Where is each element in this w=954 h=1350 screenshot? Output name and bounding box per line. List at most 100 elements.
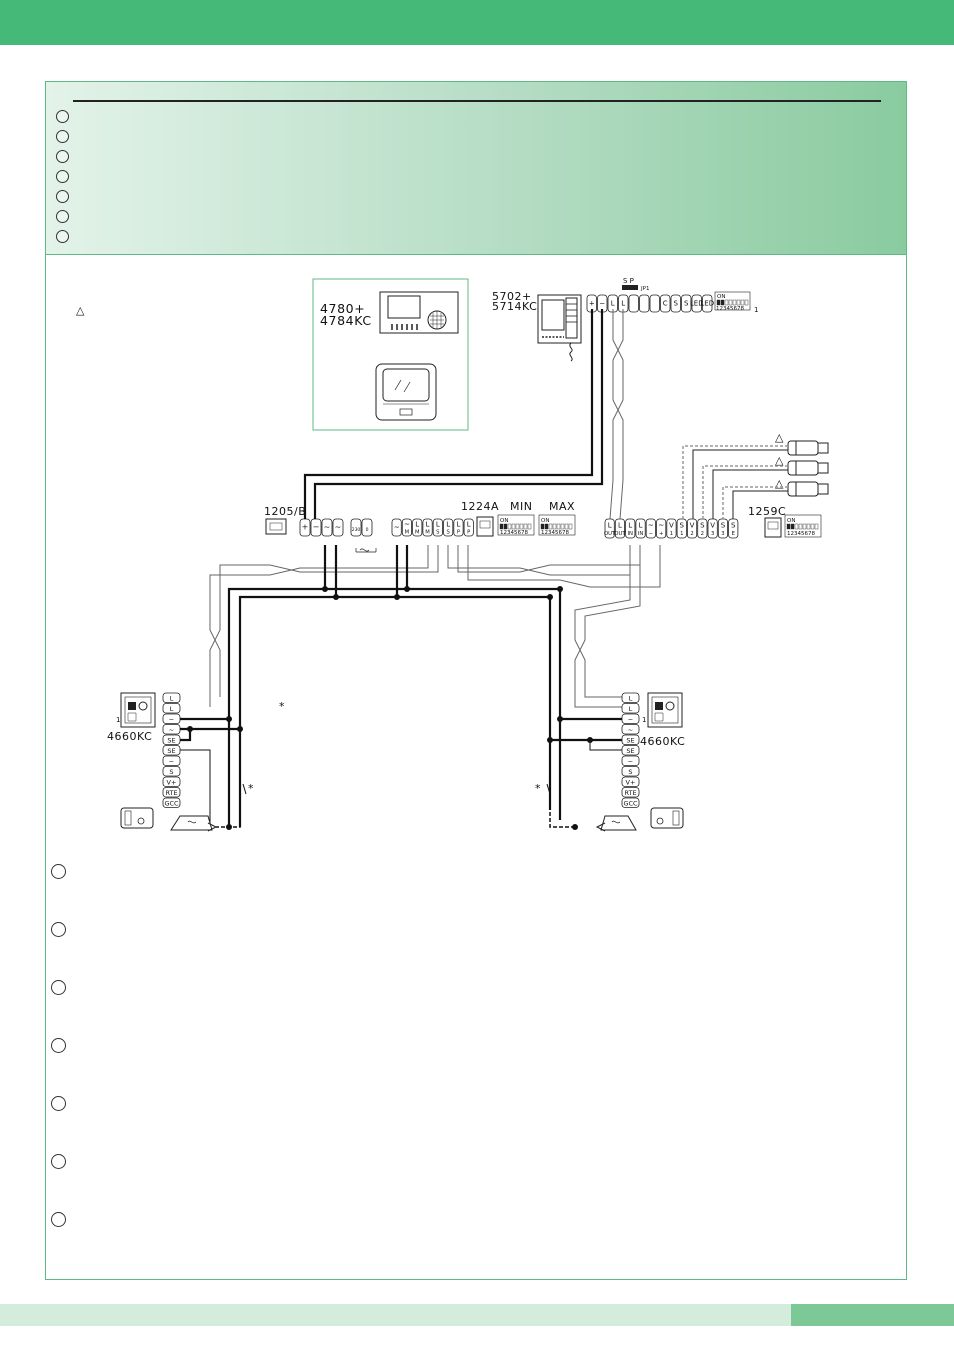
dip-lever: [814, 523, 819, 530]
left-panel-terminal: RTE: [162, 787, 181, 798]
dip-lever: [523, 523, 528, 530]
distributor-terminal: LS: [432, 518, 443, 537]
switcher-terminal-label: S: [680, 522, 685, 530]
distributor-terminal: ~M: [401, 518, 412, 537]
left-panel-terminal-label: −: [169, 757, 174, 765]
switcher-terminal: LIN: [635, 518, 646, 539]
dip-lever: [548, 523, 553, 530]
right-panel-terminal: ~: [621, 724, 640, 735]
right-panel-terminal-label: RTE: [624, 789, 636, 797]
triangle-warning-icon: △: [775, 431, 784, 444]
junction-dots: [187, 586, 593, 830]
switcher-terminal-sublabel: +: [659, 531, 663, 537]
left-panel-terminal-label: V+: [167, 778, 177, 786]
monitor-label-line2: 4784KC: [320, 313, 372, 328]
switcher-terminal: S1: [676, 518, 687, 539]
left-panel-terminal: L: [162, 692, 181, 703]
right-panel-terminal: ~: [621, 713, 640, 724]
switcher-terminal: V3: [707, 518, 718, 539]
distributor-terminal-label: ~: [394, 524, 400, 532]
distributor-terminal-sublabel: S: [446, 529, 450, 535]
handset-terminal: [639, 294, 650, 313]
svg-text:ON: ON: [787, 518, 795, 524]
right-panel-terminal-label: ~: [628, 726, 633, 734]
power-terminal: ~: [321, 518, 333, 537]
switcher-terminal-label: S: [731, 522, 736, 530]
max-dip-switch: ON 12345678: [538, 514, 576, 536]
left-panel-terminal-label: RTE: [165, 789, 177, 797]
bottom-bar: [0, 1304, 954, 1326]
dip-lever: [564, 523, 569, 530]
svg-text:ON: ON: [541, 518, 549, 524]
dip-lever: [732, 299, 737, 306]
distributor-terminal-sublabel: M: [405, 529, 410, 535]
distributor-terminal-label: L: [426, 521, 430, 529]
left-panel-terminal: L: [162, 703, 181, 714]
dip-lever: [568, 523, 573, 530]
switcher-terminal: LIN: [625, 518, 636, 539]
left-panel-terminal: V+: [162, 776, 181, 787]
distributor-terminal: ~: [391, 518, 402, 537]
language-marker-icon: [56, 170, 69, 183]
se-wires: [180, 740, 625, 827]
left-panel-terminal-label: L: [170, 705, 174, 713]
switcher-terminal-sublabel: 3: [721, 531, 724, 537]
language-marker-icon: [51, 980, 66, 995]
handset-terminal: LED: [700, 294, 714, 313]
switcher-terminal-label: ~: [658, 522, 664, 530]
switcher-terminal-label: V: [710, 522, 715, 530]
handset-dip-sp: S P: [623, 277, 634, 285]
left-panel-terminal-label: SE: [167, 736, 175, 744]
right-lock: [595, 815, 637, 832]
dip-lever: [540, 523, 545, 530]
language-marker-icon: [51, 922, 66, 937]
switcher-terminal-label: L: [608, 522, 612, 530]
dip-lever: [511, 523, 516, 530]
camera-icon: [787, 460, 829, 476]
handset-terminal-label: LED: [690, 300, 704, 308]
switcher-terminal-label: S: [700, 522, 705, 530]
distributor-terminal: LP: [463, 518, 474, 537]
handset-index: 1: [754, 306, 758, 314]
switcher-terminal: V2: [687, 518, 698, 539]
handset-terminal-label: L: [621, 300, 625, 308]
distributor-terminal: LM: [412, 518, 423, 537]
handset-label-line2: 5714KC: [492, 300, 537, 313]
switcher-terminal-sublabel: −: [649, 531, 653, 537]
dip-lever: [802, 523, 807, 530]
svg-text:ON: ON: [500, 518, 508, 524]
left-panel-terminal: S: [162, 766, 181, 777]
handset-terminal: +: [586, 294, 597, 313]
switcher-terminal: ~+: [656, 518, 667, 539]
switcher-terminal-sublabel: 2: [701, 531, 704, 537]
dip-lever: [728, 299, 733, 306]
camera-signal-wires: [692, 449, 788, 519]
power-terminal: −: [310, 518, 322, 537]
max-label: MAX: [549, 500, 575, 513]
power-label: 1205/B: [264, 505, 306, 518]
switcher-label: 1259C: [748, 505, 786, 518]
power-aux-terminal-label: 230: [352, 527, 361, 533]
svg-text:1: 1: [642, 716, 646, 724]
switcher-terminal-sublabel: 1: [680, 531, 683, 537]
min-dip-switch: ON 12345678: [497, 514, 535, 536]
right-panel-terminal: S: [621, 766, 640, 777]
switcher-terminal-label: V: [690, 522, 695, 530]
handset-terminal-label: LED: [700, 300, 714, 308]
switcher-terminal-sublabel: IN: [628, 531, 634, 537]
handset-terminal-label: S: [674, 300, 679, 308]
dip-lever: [794, 523, 799, 530]
svg-text:ON: ON: [717, 294, 725, 300]
distributor-terminal-sublabel: M: [415, 529, 420, 535]
distributor-terminal-label: L: [467, 521, 471, 529]
left-panel-terminal-label: ~: [169, 715, 174, 723]
distributor-terminal-label: L: [446, 521, 450, 529]
switcher-terminal: S2: [697, 518, 708, 539]
top-banner: [0, 0, 954, 45]
